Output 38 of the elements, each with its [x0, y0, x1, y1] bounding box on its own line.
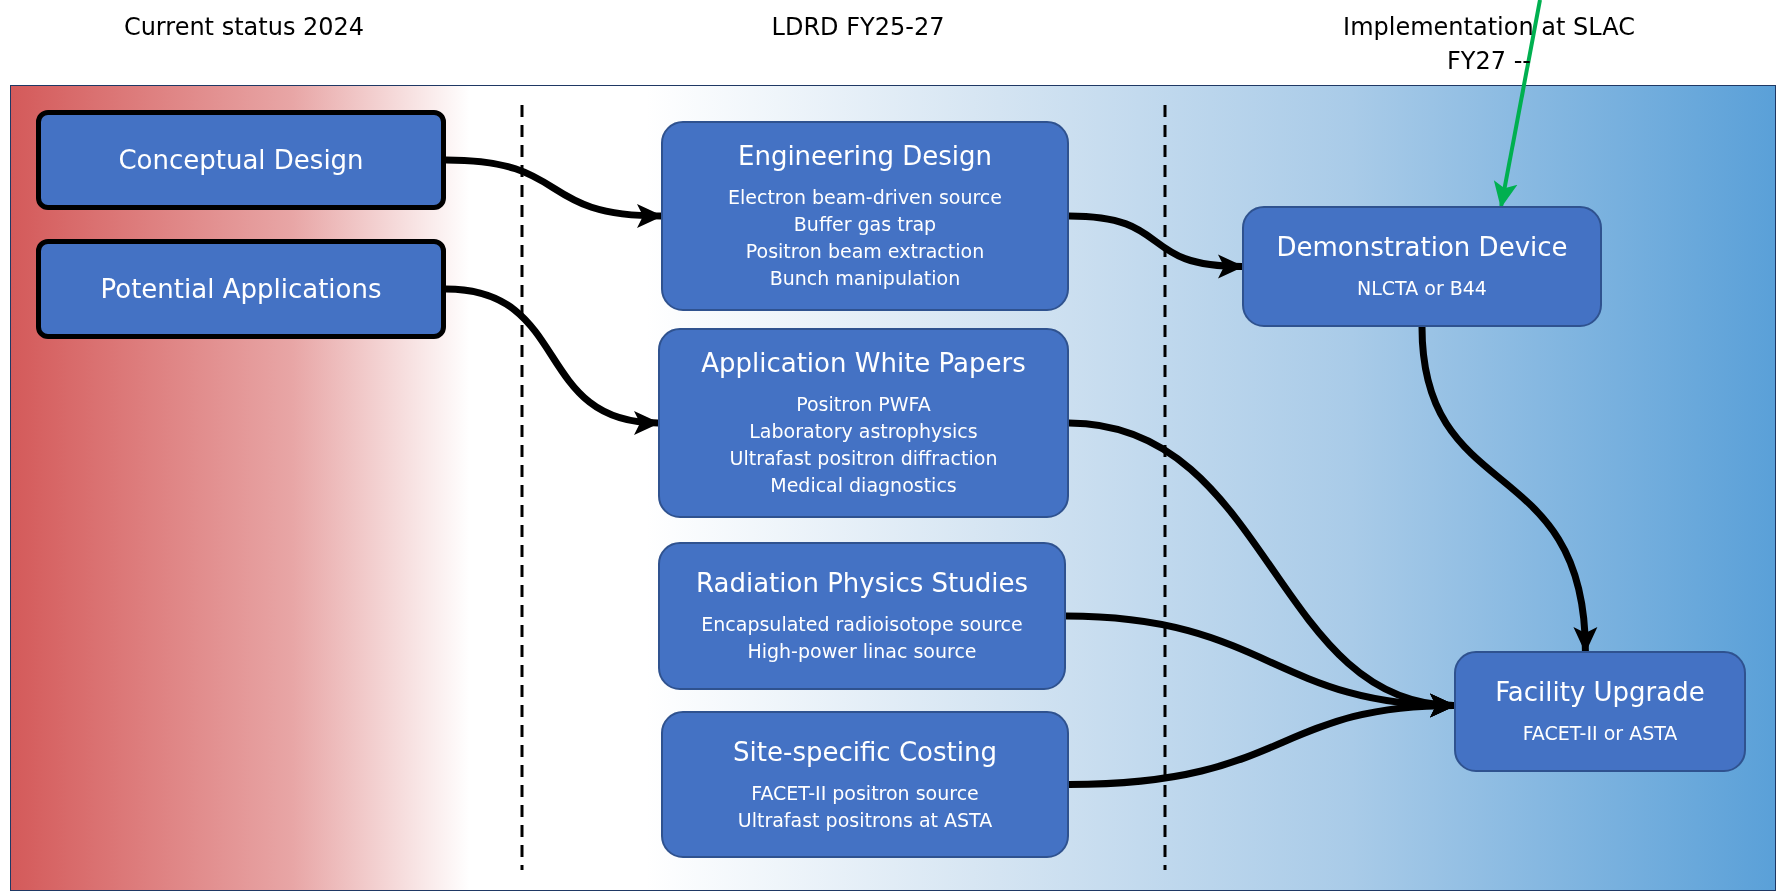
- box-item: Ultrafast positrons at ASTA: [737, 807, 993, 833]
- arrow: [1418, 326, 1596, 653]
- arrow: [1493, 0, 1542, 208]
- box-heading: Facility Upgrade: [1495, 676, 1705, 708]
- box-item: FACET-II or ASTA: [1522, 721, 1678, 746]
- box-item: Encapsulated radioisotope source: [701, 612, 1023, 637]
- box-item: Electron beam-driven source: [728, 185, 1002, 210]
- process-box: [658, 542, 1066, 690]
- column-heading: Implementation at SLAC FY27 --: [1342, 12, 1636, 77]
- box-item: Ultrafast positron diffraction: [729, 446, 998, 471]
- box-item: High-power linac source: [747, 639, 977, 664]
- arrow: [445, 156, 663, 228]
- box-heading: Site-specific Costing: [733, 735, 997, 768]
- box-heading: Conceptual Design: [118, 144, 364, 176]
- box-item: Positron beam extraction: [745, 239, 985, 264]
- process-box: [36, 239, 446, 339]
- box-heading: Demonstration Device: [1276, 231, 1568, 263]
- box-heading: Radiation Physics Studies: [696, 567, 1028, 599]
- process-box: [661, 711, 1069, 858]
- process-box: [661, 121, 1069, 311]
- process-box: [36, 110, 446, 210]
- box-item: Positron PWFA: [796, 392, 931, 417]
- box-item: Laboratory astrophysics: [749, 419, 978, 444]
- box-item: NLCTA or B44: [1357, 276, 1487, 301]
- box-item: FACET-II positron source: [751, 780, 979, 806]
- process-box: [1454, 651, 1746, 772]
- box-heading: Potential Applications: [100, 273, 382, 305]
- box-item: Medical diagnostics: [770, 473, 957, 498]
- box-heading: Engineering Design: [737, 140, 992, 172]
- column-heading: LDRD FY25-27: [771, 12, 945, 43]
- arrow: [1068, 212, 1244, 278]
- box-item: Buffer gas trap: [793, 212, 937, 237]
- arrow: [445, 285, 660, 433]
- process-box: [1242, 206, 1602, 327]
- process-box: [658, 328, 1069, 518]
- box-item: Bunch manipulation: [769, 266, 961, 291]
- column-heading: Current status 2024: [123, 12, 365, 43]
- box-heading: Application White Papers: [701, 347, 1026, 379]
